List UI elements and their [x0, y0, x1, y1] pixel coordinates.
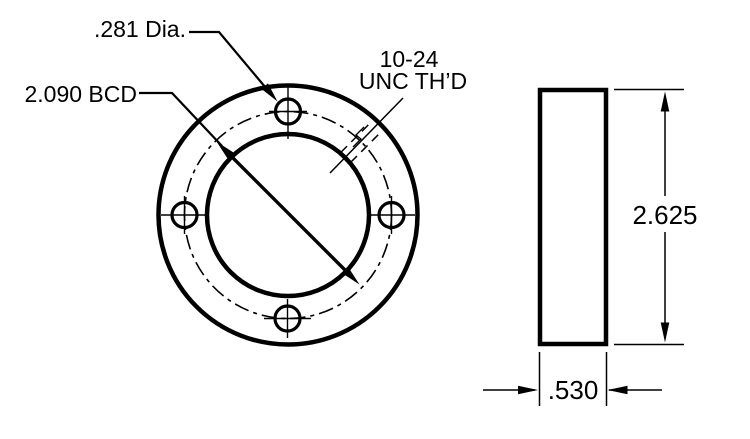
- bcd-dimension-line: [222, 147, 355, 280]
- thread-label-line1: 10-24: [380, 46, 439, 72]
- hole-circle: [273, 97, 303, 126]
- thickness-dimension: .530: [483, 352, 662, 406]
- height-arrowhead-top: [660, 91, 670, 112]
- bolt-hole-left: [161, 196, 209, 234]
- bcd-leader-line: [139, 91, 223, 147]
- hole-diameter-label: .281 Dia.: [94, 16, 186, 42]
- height-label: 2.625: [632, 200, 697, 230]
- front-view: .281 Dia. 2.090 BCD 10-24 UNC TH’D: [24, 16, 467, 347]
- bcd-arrowhead-lower: [342, 267, 360, 285]
- bolt-circle-label: 2.090 BCD: [24, 81, 137, 107]
- height-dimension: 2.625: [614, 88, 698, 346]
- height-arrowhead-bottom: [660, 322, 670, 343]
- hole-dia-arrowhead: [261, 83, 278, 102]
- thread-hidden-line: [340, 120, 373, 154]
- hole-circle: [170, 200, 199, 230]
- thread-centerline: [329, 97, 404, 174]
- thickness-arrowhead-left: [518, 385, 538, 395]
- thread-break-zigzag: [352, 126, 365, 148]
- hole-dia-leader-line: [189, 30, 272, 95]
- threaded-hole-symbol: [329, 97, 404, 174]
- flange-outer-circle: [156, 83, 420, 347]
- bolt-hole-right: [368, 196, 415, 234]
- thickness-label: .530: [548, 375, 599, 405]
- thread-label-line2: UNC TH’D: [359, 68, 467, 94]
- bolt-hole-top: [269, 86, 307, 139]
- hole-circle: [377, 200, 406, 230]
- bolt-hole-bottom: [264, 299, 311, 338]
- bcd-dimension: [139, 91, 360, 285]
- hole-dia-callout: [189, 30, 278, 102]
- thickness-arrowhead-right: [607, 385, 628, 395]
- hole-circle: [273, 304, 302, 333]
- side-view-body: [537, 87, 609, 347]
- side-view: 2.625 .530: [483, 87, 698, 406]
- thread-hidden-line: [350, 130, 383, 163]
